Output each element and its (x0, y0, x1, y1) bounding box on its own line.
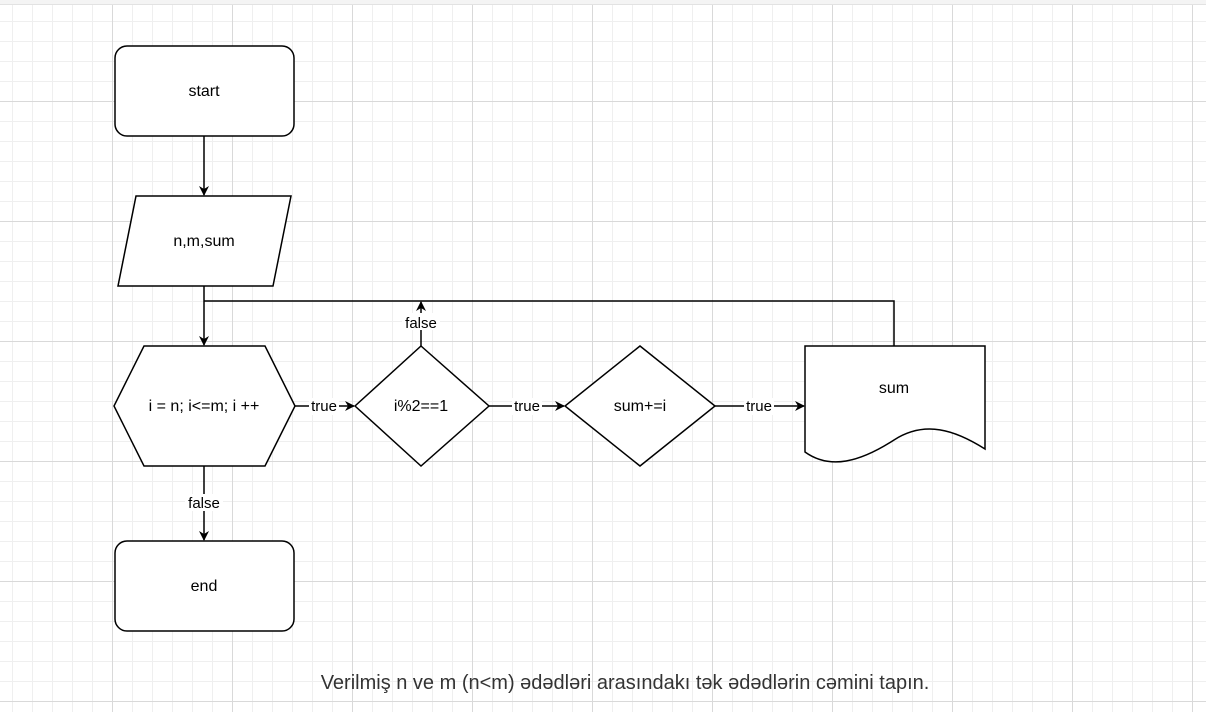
input-node[interactable] (117, 195, 292, 287)
edge-label-loop-false: false (188, 495, 220, 512)
label-bg-true-3 (744, 398, 774, 415)
loop-node-label: i = n; i<=m; i ++ (149, 398, 260, 415)
edge-label-condition-false: false (405, 315, 437, 332)
label-bg-false-top (402, 313, 440, 330)
label-bg-false-bottom (185, 494, 223, 511)
label-bg-true-1 (309, 398, 339, 415)
process-node[interactable] (563, 345, 717, 467)
start-node[interactable] (114, 45, 295, 137)
output-node[interactable] (804, 345, 986, 463)
input-node-label: n,m,sum (173, 233, 234, 250)
diagram-caption: Verilmiş n ve m (n<m) ədədləri arasındak… (320, 672, 930, 694)
condition-node-label: i%2==1 (394, 398, 448, 415)
edge-output-back-to-loop[interactable] (204, 300, 895, 346)
end-node-label: end (191, 578, 218, 595)
edge-label-loop-true: true (311, 398, 337, 415)
process-node-label: sum+=i (614, 398, 666, 415)
edge-label-process-true: true (746, 398, 772, 415)
condition-node[interactable] (353, 344, 491, 468)
edge-label-condition-true: true (514, 398, 540, 415)
label-bg-true-2 (512, 398, 542, 415)
output-node-label: sum (879, 380, 909, 397)
end-node[interactable] (114, 540, 295, 632)
loop-node[interactable] (113, 345, 296, 467)
canvas-top-border (0, 0, 1206, 5)
start-node-label: start (188, 83, 220, 100)
